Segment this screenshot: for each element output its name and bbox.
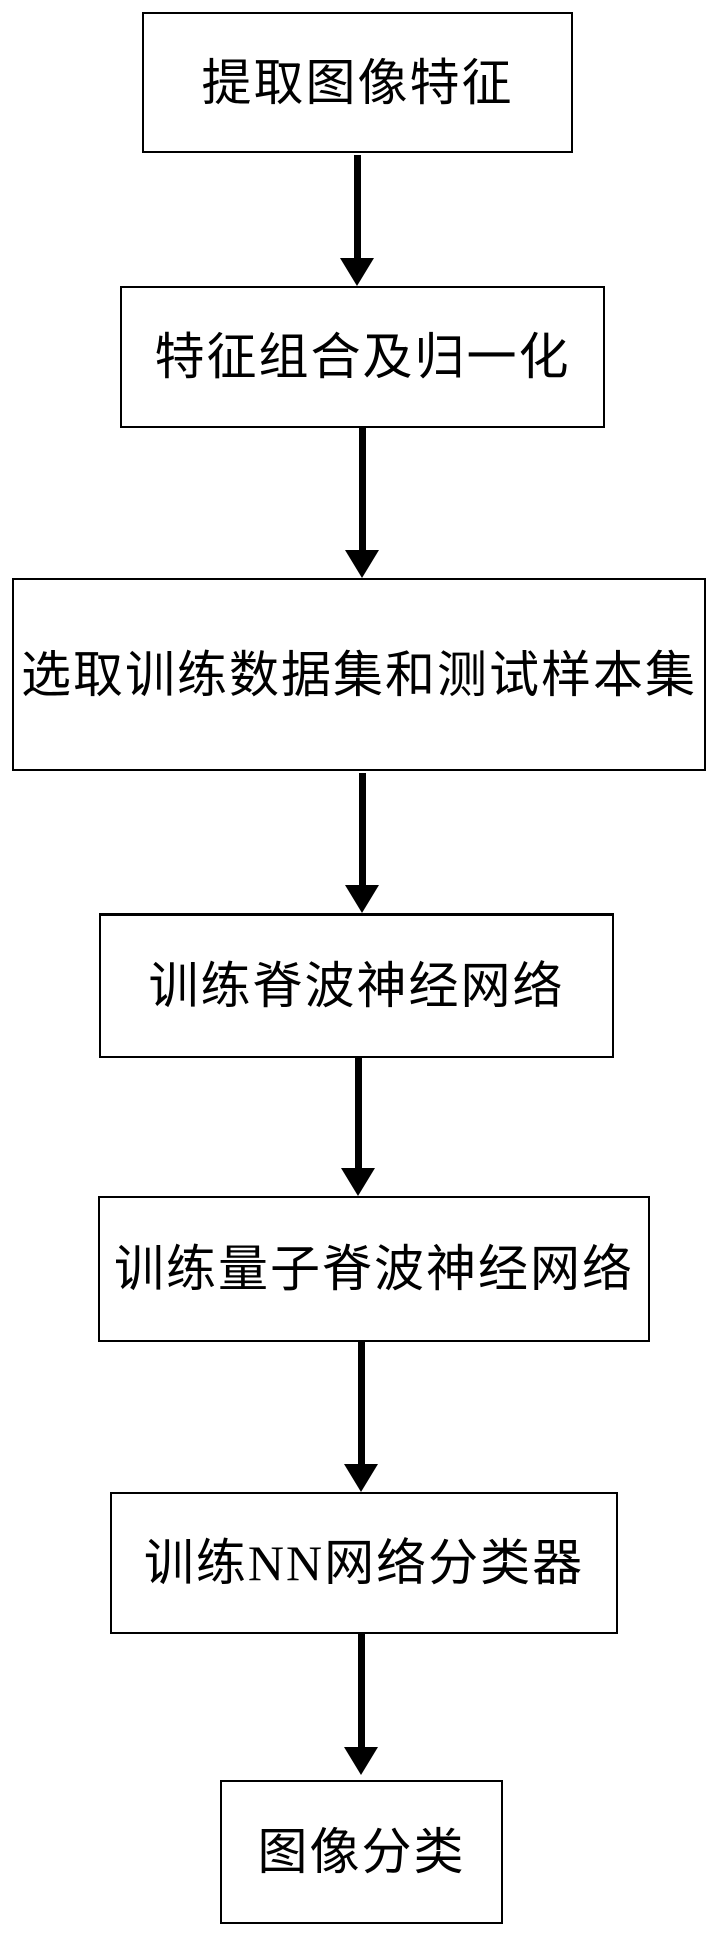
node-label: 训练量子脊波神经网络 bbox=[114, 1241, 634, 1297]
arrow-stem bbox=[357, 1634, 365, 1747]
node-label: 提取图像特征 bbox=[201, 54, 514, 111]
node-label: 训练脊波神经网络 bbox=[148, 958, 565, 1014]
arrow-down-icon bbox=[345, 550, 379, 578]
arrow-down-icon bbox=[340, 258, 374, 286]
arrow-down-icon bbox=[344, 1464, 378, 1492]
arrow-stem bbox=[358, 428, 366, 550]
arrow-down-icon bbox=[344, 1747, 378, 1775]
flow-node-feature-combination-normalization: 特征组合及归一化 bbox=[120, 286, 605, 428]
flow-arrow-6 bbox=[344, 1634, 378, 1775]
node-label: 训练NN网络分类器 bbox=[143, 1535, 585, 1591]
flow-arrow-1 bbox=[340, 155, 374, 286]
arrow-stem bbox=[358, 773, 366, 885]
node-label: 选取训练数据集和测试样本集 bbox=[21, 646, 697, 703]
flow-arrow-5 bbox=[344, 1342, 378, 1492]
flow-arrow-4 bbox=[341, 1058, 375, 1196]
node-label: 特征组合及归一化 bbox=[154, 329, 571, 385]
flow-node-train-nn-classifier: 训练NN网络分类器 bbox=[110, 1492, 618, 1634]
flow-node-train-ridgelet-network: 训练脊波神经网络 bbox=[99, 913, 614, 1058]
flow-node-image-classification: 图像分类 bbox=[220, 1780, 503, 1924]
flow-node-extract-image-features: 提取图像特征 bbox=[142, 12, 573, 153]
node-label: 图像分类 bbox=[257, 1824, 466, 1880]
arrow-stem bbox=[357, 1342, 365, 1464]
flow-node-select-training-test-sets: 选取训练数据集和测试样本集 bbox=[12, 578, 706, 771]
flow-arrow-2 bbox=[345, 428, 379, 578]
arrow-down-icon bbox=[345, 885, 379, 913]
flow-arrow-3 bbox=[345, 773, 379, 913]
flow-node-train-quantum-ridgelet-network: 训练量子脊波神经网络 bbox=[98, 1196, 650, 1342]
arrow-stem bbox=[353, 155, 361, 258]
arrow-down-icon bbox=[341, 1168, 375, 1196]
arrow-stem bbox=[354, 1058, 362, 1168]
